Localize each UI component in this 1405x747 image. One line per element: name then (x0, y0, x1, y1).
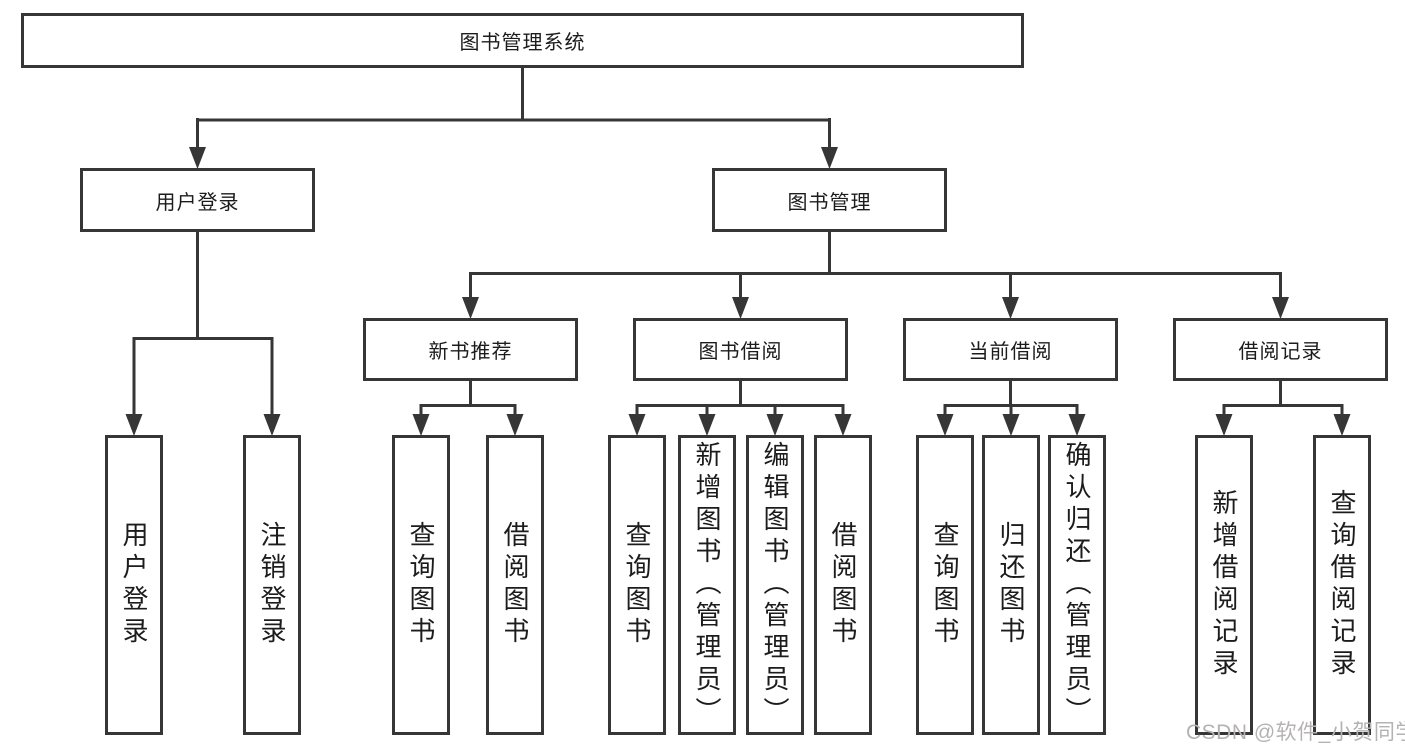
leaf-add-borrow-record: 新增借阅记录 (1195, 435, 1253, 735)
arrowhead-icon (263, 414, 281, 436)
arrowhead-icon (506, 414, 524, 436)
connector-newbook-to-leaves (419, 381, 517, 416)
connector-bookborrow-to-leaves (635, 381, 845, 416)
node-label: 图书管理 (787, 191, 872, 214)
node-label: 借阅图书 (500, 521, 530, 649)
node-label: 查询图书 (930, 521, 960, 649)
leaf-logout: 注销登录 (243, 435, 301, 735)
arrowhead-icon (1215, 414, 1233, 436)
node-label: 当前借阅 (968, 341, 1053, 363)
arrowhead-icon (821, 147, 838, 169)
connector-bookmgmt-to-level3 (469, 232, 1282, 299)
node-label: 编辑图书（管理员） (760, 441, 790, 729)
node-label: 查询借阅记录 (1327, 489, 1357, 681)
node-user-login: 用户登录 (80, 168, 315, 232)
arrowhead-icon (766, 414, 784, 436)
leaf-confirm-return-admin: 确认归还（管理员） (1048, 435, 1106, 735)
connector-root-to-level2 (196, 67, 831, 150)
node-label: 注销登录 (257, 521, 287, 649)
node-label: 用户登录 (119, 521, 149, 649)
leaf-add-book-admin: 新增图书（管理员） (678, 435, 736, 735)
csdn-watermark: CSDN @软件_小贺同学 (1186, 721, 1405, 744)
arrowhead-icon (1068, 414, 1086, 436)
node-label: 查询图书 (622, 521, 652, 649)
arrowhead-icon (1002, 297, 1019, 319)
node-label: 用户登录 (155, 191, 240, 214)
leaf-user-login: 用户登录 (105, 435, 163, 735)
arrowhead-icon (936, 414, 954, 436)
node-label: 图书管理系统 (459, 32, 586, 54)
arrowhead-icon (1272, 297, 1289, 319)
node-book-borrow: 图书借阅 (633, 318, 848, 381)
node-label: 新增图书（管理员） (692, 441, 722, 729)
node-label: 图书借阅 (698, 341, 783, 363)
node-label: 新增借阅记录 (1209, 489, 1239, 681)
node-label: 新书推荐 (428, 341, 513, 363)
leaf-borrow-books: 借阅图书 (814, 435, 872, 735)
leaf-query-borrow-record: 查询借阅记录 (1313, 435, 1371, 735)
node-borrow-records: 借阅记录 (1173, 318, 1388, 381)
leaf-query-books-current: 查询图书 (916, 435, 974, 735)
arrowhead-icon (189, 147, 206, 169)
connector-userlogin-to-leaves (132, 232, 274, 416)
leaf-edit-book-admin: 编辑图书（管理员） (746, 435, 804, 735)
node-label: 查询图书 (406, 521, 436, 649)
node-label: 归还图书 (996, 521, 1026, 649)
arrowhead-icon (698, 414, 716, 436)
arrowhead-icon (1002, 414, 1020, 436)
node-label: 借阅记录 (1238, 341, 1323, 363)
arrowhead-icon (125, 414, 143, 436)
arrowhead-icon (412, 414, 430, 436)
node-book-management: 图书管理 (712, 168, 947, 232)
leaf-return-book: 归还图书 (982, 435, 1040, 735)
leaf-query-books-recommend: 查询图书 (392, 435, 450, 735)
leaf-query-books-borrow: 查询图书 (608, 435, 666, 735)
connector-borrowrecord-to-leaves (1222, 381, 1344, 416)
connector-currentborrow-to-leaves (943, 381, 1079, 416)
arrowhead-icon (834, 414, 852, 436)
node-library-management-system: 图书管理系统 (21, 13, 1024, 68)
node-label: 确认归还（管理员） (1062, 441, 1092, 729)
arrowhead-icon (732, 297, 749, 319)
node-label: 借阅图书 (828, 521, 858, 649)
node-new-book-recommend: 新书推荐 (363, 318, 578, 381)
arrowhead-icon (1333, 414, 1351, 436)
leaf-borrow-books-recommend: 借阅图书 (486, 435, 544, 735)
arrowhead-icon (628, 414, 646, 436)
node-current-borrow: 当前借阅 (903, 318, 1118, 381)
arrowhead-icon (462, 297, 479, 319)
